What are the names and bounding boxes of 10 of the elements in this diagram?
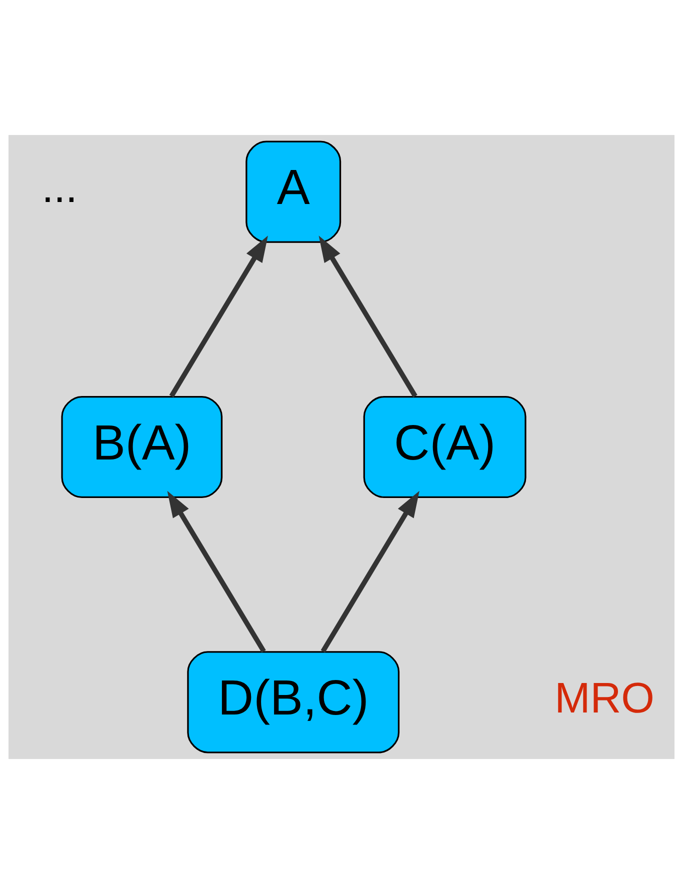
arrow (320, 490, 420, 653)
label: MRO (554, 674, 654, 723)
label: ... (42, 164, 78, 212)
arrow (169, 236, 268, 398)
node-box: C(A) (363, 396, 526, 498)
node-box: D(B,C) (187, 651, 400, 754)
arrow (318, 236, 418, 398)
node-box: A (246, 140, 342, 243)
node-box: B(A) (61, 396, 223, 498)
arrow (167, 490, 266, 653)
